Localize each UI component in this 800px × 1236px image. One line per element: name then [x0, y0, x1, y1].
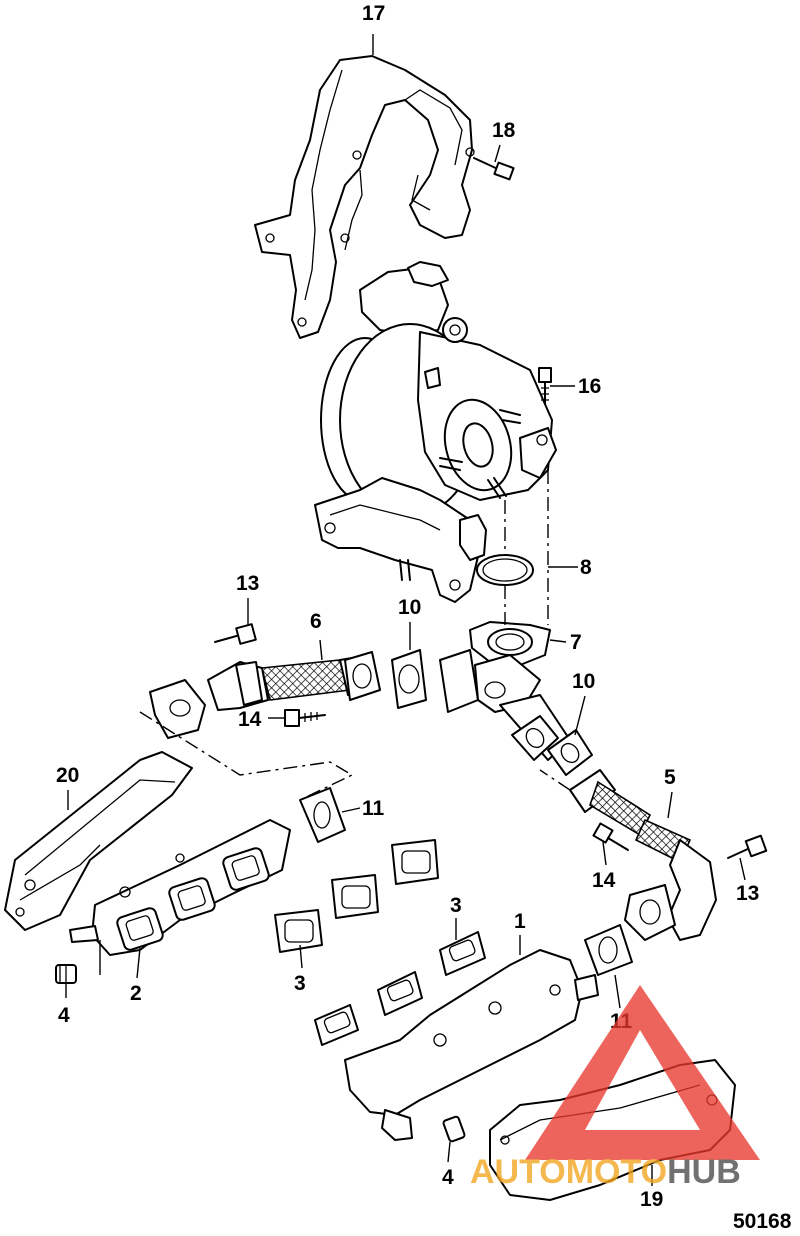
callout-14-right: 14	[592, 869, 616, 892]
callout-labels: 17 18 16 8 7 10 6 13 14 10 5 14 13 11 20…	[56, 2, 792, 1233]
callout-10-right: 10	[572, 670, 595, 693]
leader-lines	[65, 34, 746, 1186]
bolt-13-right	[727, 834, 768, 859]
callout-5: 5	[664, 766, 676, 789]
exhaust-manifold-right	[344, 949, 599, 1141]
plug-4-left	[55, 964, 77, 984]
callout-16: 16	[578, 375, 601, 398]
callout-17: 17	[362, 2, 385, 25]
bolt-14-left	[284, 709, 326, 727]
callout-13-right: 13	[736, 882, 759, 905]
callout-10-left: 10	[398, 596, 421, 619]
gasket-10-left	[344, 649, 427, 709]
callout-20: 20	[56, 764, 79, 787]
callout-7: 7	[570, 631, 582, 654]
callout-3-right: 3	[450, 894, 462, 917]
callout-6: 6	[310, 610, 322, 633]
heat-shield-turbo	[254, 55, 475, 339]
callout-19: 19	[640, 1188, 663, 1211]
gaskets-3-right	[314, 931, 486, 1046]
gasket-11-left	[299, 787, 346, 843]
callout-3-left: 3	[294, 972, 306, 995]
gaskets-3-left	[274, 839, 439, 953]
bolt-16	[538, 367, 552, 405]
assembly-lines	[139, 470, 571, 801]
callout-2: 2	[130, 982, 142, 1005]
flange-7	[469, 621, 551, 666]
watermark-triangle-logo	[525, 985, 760, 1160]
callout-13-left: 13	[236, 572, 259, 595]
gasket-10-right	[511, 715, 593, 776]
exhaust-manifold-left	[69, 819, 291, 956]
flex-pipe-6	[207, 657, 359, 711]
plug-4-right	[442, 1115, 466, 1143]
callout-18: 18	[492, 119, 516, 142]
figure-number: 50168	[733, 1210, 792, 1233]
gasket-11-right	[584, 924, 633, 976]
bolt-14-right	[592, 822, 629, 851]
callout-11-left: 11	[362, 797, 385, 820]
callout-1: 1	[514, 910, 526, 933]
heat-shield-left-manifold	[4, 751, 193, 931]
callout-4-right: 4	[442, 1166, 454, 1189]
bolt-18	[473, 157, 515, 181]
callout-14-left: 14	[238, 708, 262, 731]
callout-8: 8	[580, 556, 592, 579]
watermark-text: AUTOMOTOHUB	[470, 1153, 741, 1191]
callout-4-left: 4	[58, 1004, 70, 1027]
automotohub-watermark: AUTOMOTOHUB	[470, 985, 760, 1191]
flex-pipe-5	[569, 769, 717, 941]
pipe-left-connector	[149, 623, 257, 739]
turbocharger	[314, 261, 557, 603]
